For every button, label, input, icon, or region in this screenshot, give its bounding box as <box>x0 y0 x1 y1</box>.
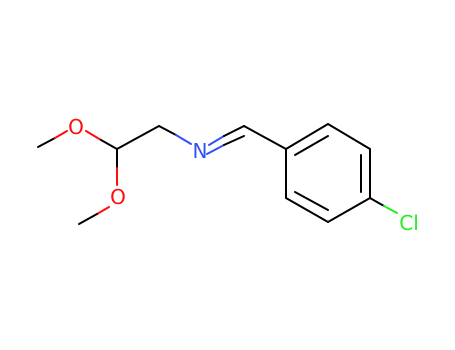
bond-n-ch-second-blue <box>206 144 225 155</box>
ring-bond-1 <box>285 123 329 150</box>
bond-methyl-o-upper-black <box>37 137 56 148</box>
atom-label-oxygen-lower: O <box>110 185 126 209</box>
bond-n-ch-blue <box>208 135 225 146</box>
atom-label-chlorine: Cl <box>399 211 419 235</box>
bond-methyl-o-upper-red <box>54 130 68 139</box>
atom-label-oxygen-upper: O <box>68 115 84 139</box>
bond-n-ch-second-black <box>223 135 245 146</box>
ring-inner-bond-1 <box>294 135 329 156</box>
ring-bond-2 <box>327 123 371 150</box>
bond-ch-ring <box>243 125 287 150</box>
bond-layer <box>37 123 398 225</box>
bond-ch2-n-black <box>158 125 177 136</box>
bond-ring-cl-black <box>369 197 385 207</box>
bond-n-ch-black <box>223 125 245 137</box>
bond-o-upper-acetal-red <box>85 130 102 141</box>
bond-ch2-n-blue <box>175 134 192 145</box>
bond-ring-cl-green <box>383 205 398 214</box>
bond-o-lower-methyl-red <box>96 206 110 215</box>
atom-label-nitrogen: N <box>193 139 208 163</box>
ring-inner-bond-3 <box>294 191 329 211</box>
bond-o-upper-acetal-black <box>100 139 118 150</box>
atom-label-layer: O O N Cl <box>68 115 419 235</box>
bond-acetal-ch2 <box>116 125 160 150</box>
ring-bond-5 <box>285 197 329 223</box>
bond-o-lower-methyl-black <box>78 213 98 225</box>
ring-bond-4 <box>327 197 371 223</box>
